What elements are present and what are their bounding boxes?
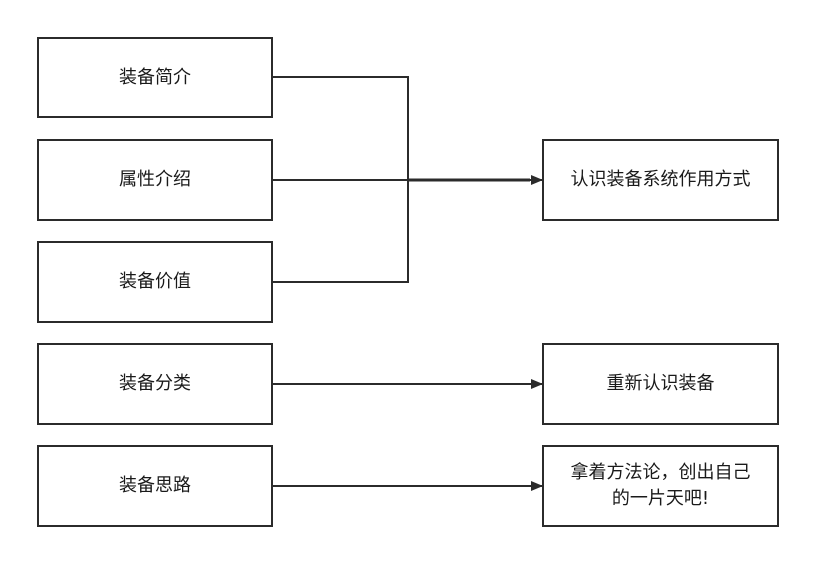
box-methodology: 拿着方法论，创出自己的一片天吧!	[542, 445, 779, 527]
box-equipment-approach: 装备思路	[37, 445, 273, 527]
connector-value	[273, 180, 409, 283]
box-label: 装备思路	[119, 475, 191, 496]
box-equipment-intro: 装备简介	[37, 37, 273, 118]
box-relearn-equipment: 重新认识装备	[542, 343, 779, 425]
box-label: 认识装备系统作用方式	[570, 169, 751, 190]
connector-intro	[273, 76, 409, 180]
box-understand-system: 认识装备系统作用方式	[542, 139, 779, 221]
box-attribute-intro: 属性介绍	[37, 139, 273, 221]
box-label: 属性介绍	[119, 169, 191, 190]
box-equipment-category: 装备分类	[37, 343, 273, 425]
box-equipment-value: 装备价值	[37, 241, 273, 323]
box-label: 装备简介	[119, 66, 191, 88]
box-label: 拿着方法论，创出自己的一片天吧!	[570, 462, 751, 509]
box-label: 装备分类	[119, 373, 191, 394]
box-label: 重新认识装备	[606, 373, 715, 394]
box-label: 装备价值	[119, 271, 191, 292]
